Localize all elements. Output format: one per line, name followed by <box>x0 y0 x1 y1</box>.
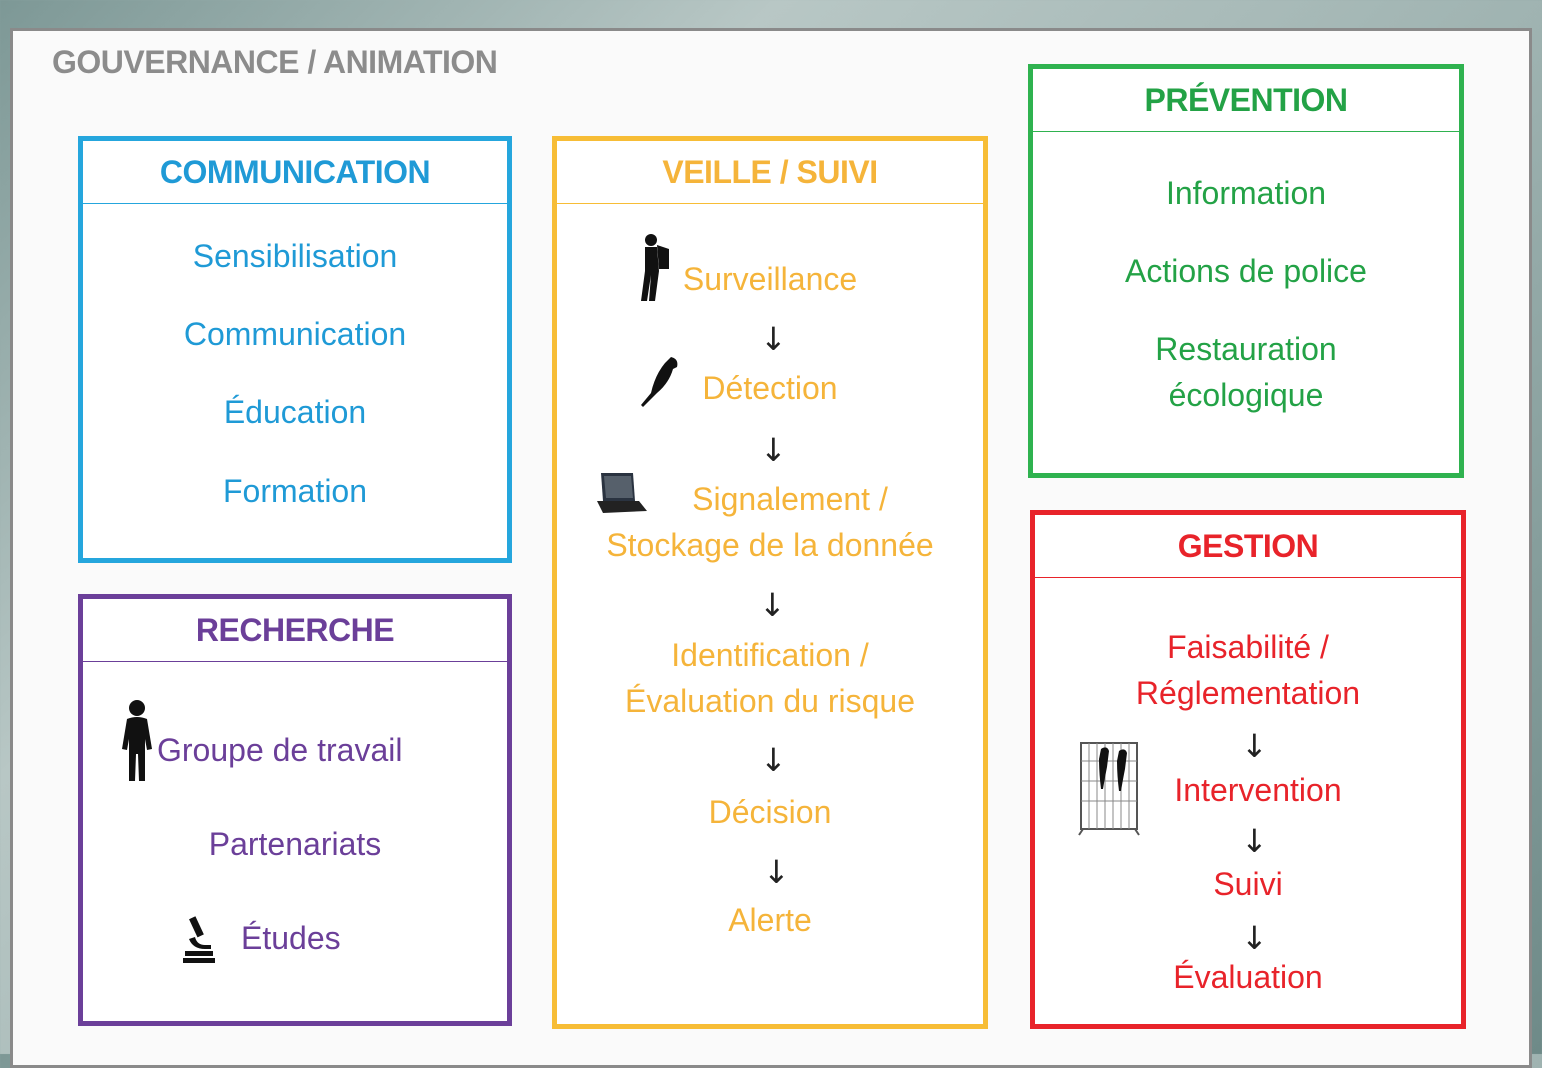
gestion-step: Intervention <box>1174 772 1342 808</box>
down-arrow-icon: ↓ <box>759 586 786 624</box>
communication-box: COMMUNICATION Sensibilisation Communicat… <box>78 136 512 563</box>
veille-step: Signalement / <box>692 481 888 517</box>
gestion-step: Suivi <box>1213 866 1283 902</box>
gestion-step: Évaluation <box>1173 959 1323 995</box>
veille-step: Stockage de la donnée <box>606 527 934 563</box>
prevention-item: Actions de police <box>1125 253 1367 289</box>
veille-step: Détection <box>702 370 838 406</box>
laptop-icon <box>597 473 647 513</box>
communication-item: Communication <box>183 316 407 352</box>
communication-item: Éducation <box>223 394 367 430</box>
down-arrow-icon: ↓ <box>760 741 787 779</box>
prevention-heading: PRÉVENTION <box>1033 69 1459 132</box>
down-arrow-icon: ↓ <box>763 853 790 891</box>
microscope-icon <box>183 916 215 963</box>
down-arrow-icon: ↓ <box>760 320 787 358</box>
gestion-step: Réglementation <box>1135 675 1361 711</box>
veille-step: Identification / <box>671 637 869 673</box>
communication-heading: COMMUNICATION <box>83 141 507 204</box>
gestion-step: Faisabilité / <box>1167 629 1329 665</box>
birdcage-icon <box>1078 742 1140 836</box>
recherche-item: Études <box>241 920 341 956</box>
veille-step: Évaluation du risque <box>625 683 915 719</box>
prevention-item: écologique <box>1168 377 1324 413</box>
gestion-box: GESTION Faisabilité / Réglementation ↓ I… <box>1030 510 1466 1029</box>
parrot-icon <box>641 357 678 407</box>
down-arrow-icon: ↓ <box>760 431 787 469</box>
hiker-icon <box>641 234 669 301</box>
veille-step: Surveillance <box>682 261 858 297</box>
down-arrow-icon: ↓ <box>1241 822 1268 860</box>
prevention-box: PRÉVENTION Information Actions de police… <box>1028 64 1464 478</box>
recherche-item: Partenariats <box>208 826 382 862</box>
prevention-item: Restauration <box>1155 331 1337 367</box>
recherche-box: RECHERCHE Groupe de travail Partenariats… <box>78 594 512 1026</box>
prevention-item: Information <box>1165 175 1327 211</box>
veille-heading: VEILLE / SUIVI <box>557 141 983 204</box>
communication-item: Sensibilisation <box>192 238 398 274</box>
recherche-item: Groupe de travail <box>157 732 403 768</box>
communication-item: Formation <box>222 473 368 509</box>
down-arrow-icon: ↓ <box>1241 727 1268 765</box>
person-icon <box>122 700 152 781</box>
gestion-heading: GESTION <box>1035 515 1461 578</box>
page-title: GOUVERNANCE / ANIMATION <box>52 44 498 80</box>
veille-step: Décision <box>708 794 832 830</box>
down-arrow-icon: ↓ <box>1241 919 1268 957</box>
recherche-heading: RECHERCHE <box>83 599 507 662</box>
veille-box: VEILLE / SUIVI Surveillance ↓ Détection … <box>552 136 988 1029</box>
veille-step: Alerte <box>728 902 812 938</box>
